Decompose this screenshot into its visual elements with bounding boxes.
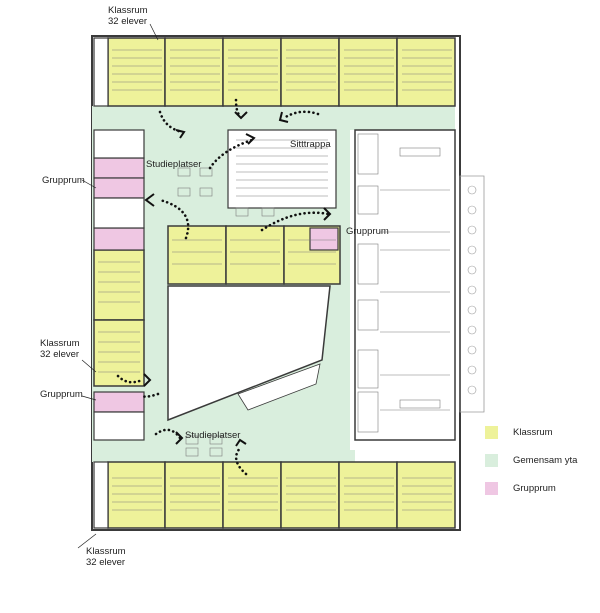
label-grupprum-center: Grupprum [346, 226, 389, 237]
group-room [93, 227, 145, 251]
classroom [338, 37, 398, 107]
group-room [309, 227, 339, 251]
legend-label: Gemensam yta [513, 455, 578, 466]
legend-item-gemensam: Gemensam yta [485, 454, 595, 482]
desk-pattern [98, 49, 452, 511]
legend: Klassrum Gemensam yta Grupprum [485, 426, 595, 510]
classroom [222, 37, 282, 107]
service-room [93, 37, 109, 107]
sitttrappa-area [227, 129, 337, 209]
label-top-klassrum: Klassrum 32 elever [108, 5, 148, 27]
legend-swatch [485, 454, 498, 467]
classroom [396, 461, 456, 529]
balcony-plants [467, 185, 477, 395]
classroom [93, 249, 145, 321]
service-room [93, 197, 145, 229]
classroom [164, 37, 224, 107]
left-classrooms [93, 249, 145, 387]
label-grupprum-left-top: Grupprum [42, 175, 85, 186]
service-room [93, 129, 145, 159]
label-line: Klassrum [86, 546, 126, 557]
courtyard-stair [237, 363, 321, 411]
group-room [93, 157, 145, 179]
courtyard [167, 285, 331, 422]
label-sitttrappa: Sitttrappa [290, 139, 331, 150]
left-service-rooms [93, 37, 145, 529]
service-room [93, 411, 145, 441]
classroom [93, 319, 145, 387]
classroom [225, 225, 285, 285]
service-room [93, 461, 109, 529]
label-bottom-klassrum: Klassrum 32 elever [86, 546, 126, 568]
balcony-outline [459, 175, 485, 413]
bottom-classrooms [107, 461, 456, 529]
common-area-left-strip [144, 106, 166, 462]
group-rooms [93, 157, 339, 413]
arrow-heads [143, 111, 332, 447]
center-classrooms [167, 225, 341, 285]
label-left-klassrum: Klassrum 32 elever [40, 338, 80, 360]
label-line: Studieplatser [146, 159, 202, 170]
label-line: Klassrum [40, 338, 80, 349]
label-line: Sitttrappa [290, 139, 331, 150]
leader-lines [77, 23, 159, 549]
study-tables [177, 167, 275, 457]
label-grupprum-left-bottom: Grupprum [40, 389, 83, 400]
label-line: Grupprum [42, 175, 85, 186]
label-line: 32 elever [108, 16, 148, 27]
top-classrooms [107, 37, 456, 107]
legend-item-grupprum: Grupprum [485, 482, 595, 510]
legend-label: Grupprum [513, 483, 556, 494]
right-wing [354, 129, 456, 441]
label-line: Grupprum [346, 226, 389, 237]
classroom [164, 461, 224, 529]
label-line: 32 elever [86, 557, 126, 568]
stair-steps [236, 139, 328, 197]
group-room [93, 177, 145, 199]
label-studieplatser-bottom: Studieplatser [185, 430, 240, 441]
classroom [338, 461, 398, 529]
classroom [280, 461, 340, 529]
classroom [280, 37, 340, 107]
label-line: Grupprum [40, 389, 83, 400]
classroom [107, 37, 166, 107]
label-line: Studieplatser [185, 430, 241, 441]
legend-swatch [485, 426, 498, 439]
classroom [167, 225, 227, 285]
label-line: 32 elever [40, 349, 80, 360]
legend-label: Klassrum [513, 427, 553, 438]
classroom [396, 37, 456, 107]
group-room [93, 391, 145, 413]
classroom [222, 461, 282, 529]
label-studieplatser-top: Studieplatser [146, 159, 201, 170]
legend-item-klassrum: Klassrum [485, 426, 595, 454]
right-wing-details [357, 133, 450, 433]
legend-swatch [485, 482, 498, 495]
classroom [107, 461, 166, 529]
label-line: Klassrum [108, 5, 148, 16]
